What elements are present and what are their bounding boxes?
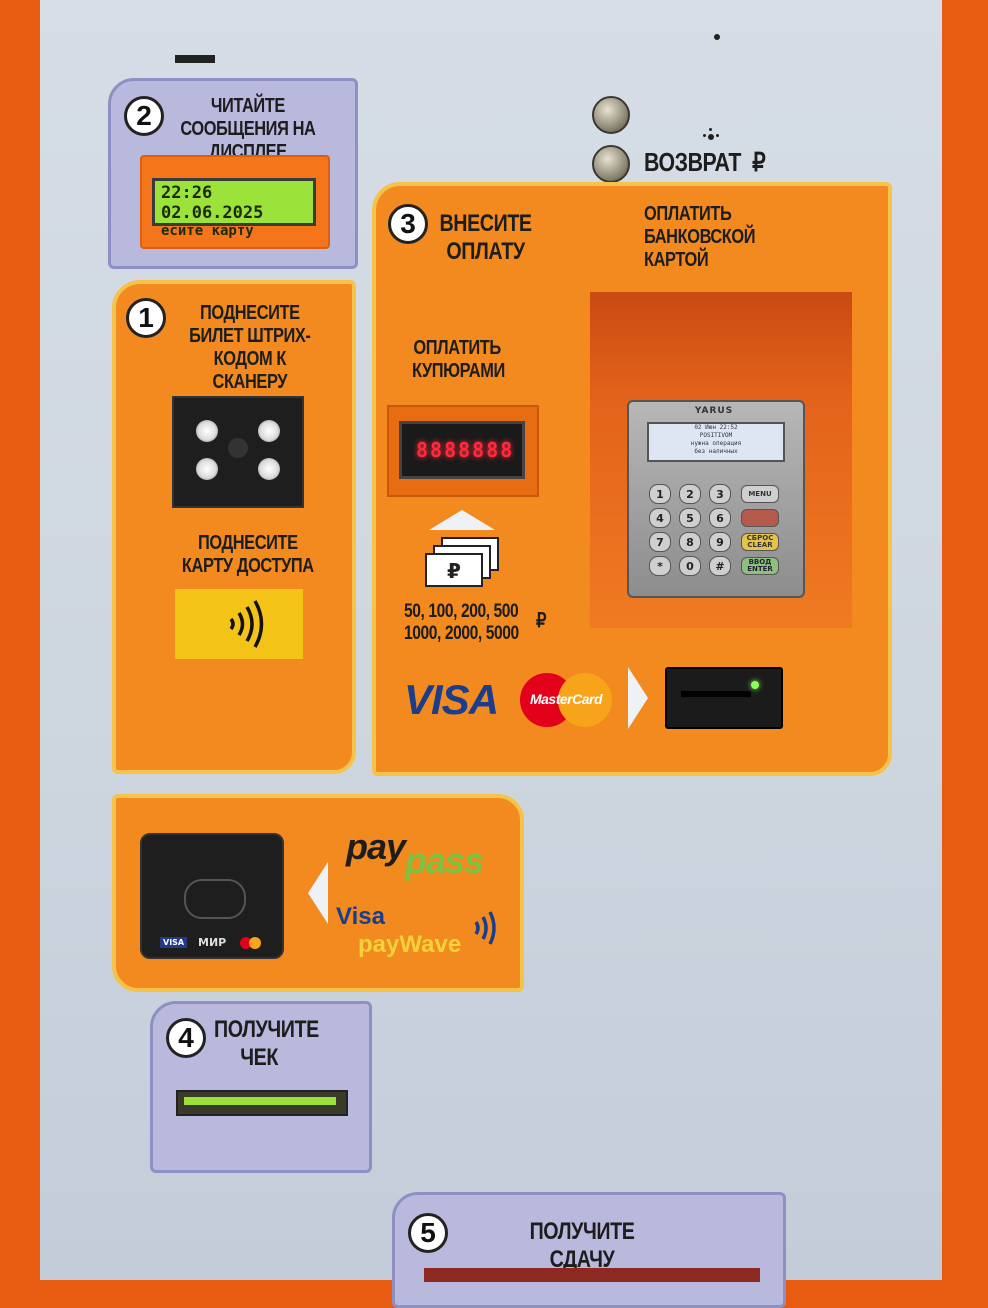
banknote-icon: ₽ [425, 537, 499, 587]
access-card-reader[interactable] [175, 589, 303, 659]
scanner-lens [228, 438, 248, 458]
terminal-key[interactable]: 7 [649, 532, 671, 552]
terminal-screen-line3: нужна операция [690, 440, 742, 447]
visa-logo: VISA [404, 676, 499, 723]
card-slot[interactable] [665, 667, 783, 729]
paywave-contactless-icon [474, 911, 496, 945]
step5-title: ПОЛУЧИТЕ СДАЧУ [529, 1218, 635, 1273]
bill-display-digits: 8888888 [416, 438, 515, 462]
terminal-cancel-key[interactable] [741, 509, 779, 527]
arrow-right-icon [628, 667, 648, 729]
card-slot-led [751, 681, 759, 689]
step1-scan-title: ПОДНЕСИТЕ БИЛЕТ ШТРИХ-КОДОМ К СКАНЕРУ [189, 302, 311, 393]
step5-number: 5 [408, 1213, 448, 1253]
step1-number: 1 [126, 298, 166, 338]
reader-mastercard-logo [240, 937, 262, 949]
return-label: ВОЗВРАТ ₽ [644, 147, 766, 178]
status-display: 22:26 02.06.2025 есите карту [152, 178, 316, 239]
step2-title: ЧИТАЙТЕ СООБЩЕНИЯ НА ДИСПЛЕЕ [180, 95, 316, 163]
scanner-light [258, 420, 280, 442]
terminal-key[interactable]: 4 [649, 508, 671, 528]
step4-title: ПОЛУЧИТЕ ЧЕК [214, 1016, 319, 1071]
terminal-enter-key[interactable]: ВВОД ENTER [741, 557, 779, 575]
scanner-light [196, 458, 218, 480]
bill-acceptor-display: 8888888 [399, 421, 525, 479]
return-currency: ₽ [752, 147, 766, 177]
svg-text:₽: ₽ [447, 559, 461, 583]
mastercard-logo: MasterCard [520, 673, 612, 727]
terminal-key[interactable]: 8 [679, 532, 701, 552]
visa-paywave-logo: Visa payWave [336, 903, 461, 959]
receipt-slot[interactable] [176, 1090, 348, 1116]
reader-visa-logo: VISA [160, 937, 188, 948]
terminal-key[interactable]: 2 [679, 484, 701, 504]
step3-card-title: ОПЛАТИТЬ БАНКОВСКОЙ КАРТОЙ [644, 203, 756, 271]
paypass-pay: pay [346, 826, 406, 867]
return-button[interactable] [592, 145, 630, 183]
terminal-key[interactable]: * [649, 556, 671, 576]
status-display-line1: 22:26 02.06.2025 [161, 183, 264, 223]
terminal-key[interactable]: 5 [679, 508, 701, 528]
denominations-line1: 50, 100, 200, 500 [404, 601, 519, 622]
contactless-icon [229, 600, 264, 648]
mastercard-text: MasterCard [529, 691, 603, 707]
paywave-text: payWave [358, 931, 462, 958]
reader-mir-logo: МИР [198, 936, 227, 949]
sensor-dot [714, 34, 720, 40]
barcode-scanner[interactable] [172, 396, 304, 508]
indicator-slot [175, 55, 215, 63]
terminal-screen-line4: без наличных [694, 448, 738, 455]
paywave-visa: Visa [336, 903, 385, 930]
status-display-line2: есите карту [161, 223, 254, 239]
arrow-left-icon [308, 862, 328, 924]
return-text: ВОЗВРАТ [644, 147, 742, 177]
paypass-logo: paypass [346, 826, 484, 881]
insert-arrow-icon [429, 510, 495, 530]
terminal-clear-key[interactable]: СБРОС CLEAR [741, 533, 779, 551]
card-slot-opening [681, 691, 751, 697]
terminal-screen-line2: POSITIVOM [699, 432, 733, 439]
speaker-dots [703, 128, 719, 140]
bill-acceptor[interactable]: 8888888 [387, 405, 539, 497]
receipt-paper [184, 1097, 336, 1105]
terminal-key[interactable]: # [709, 556, 731, 576]
step3-number: 3 [388, 204, 428, 244]
terminal-menu-key[interactable]: MENU [741, 485, 779, 503]
terminal-screen: 02 Июн 22:52 POSITIVOM нужна операция бе… [647, 422, 785, 462]
top-button[interactable] [592, 96, 630, 134]
step1-box [112, 280, 356, 774]
denominations-line2: 1000, 2000, 5000 [404, 622, 519, 644]
scanner-light [258, 458, 280, 480]
card-terminal[interactable]: YARUS 02 Июн 22:52 POSITIVOM нужна опера… [627, 400, 805, 598]
reader-nfc-mark [184, 879, 246, 919]
change-tray[interactable] [424, 1268, 760, 1282]
paypass-pass: pass [405, 840, 484, 881]
terminal-key[interactable]: 3 [709, 484, 731, 504]
step1-card-title: ПОДНЕСИТЕ КАРТУ ДОСТУПА [181, 532, 314, 577]
scanner-light [196, 420, 218, 442]
terminal-key[interactable]: 1 [649, 484, 671, 504]
denominations: 50, 100, 200, 500 1000, 2000, 5000 [404, 601, 543, 645]
denominations-currency: ₽ [536, 610, 547, 632]
cash-title: ОПЛАТИТЬ КУПЮРАМИ [412, 337, 505, 382]
step3-title: ВНЕСИТЕ ОПЛАТУ [439, 210, 532, 265]
contactless-reader[interactable]: VISA МИР [140, 833, 284, 959]
step4-number: 4 [166, 1018, 206, 1058]
terminal-screen-line1: 02 Июн 22:52 [694, 424, 738, 431]
terminal-key[interactable]: 6 [709, 508, 731, 528]
terminal-key[interactable]: 0 [679, 556, 701, 576]
terminal-key[interactable]: 9 [709, 532, 731, 552]
terminal-brand: YARUS [694, 406, 734, 416]
step2-number: 2 [124, 96, 164, 136]
